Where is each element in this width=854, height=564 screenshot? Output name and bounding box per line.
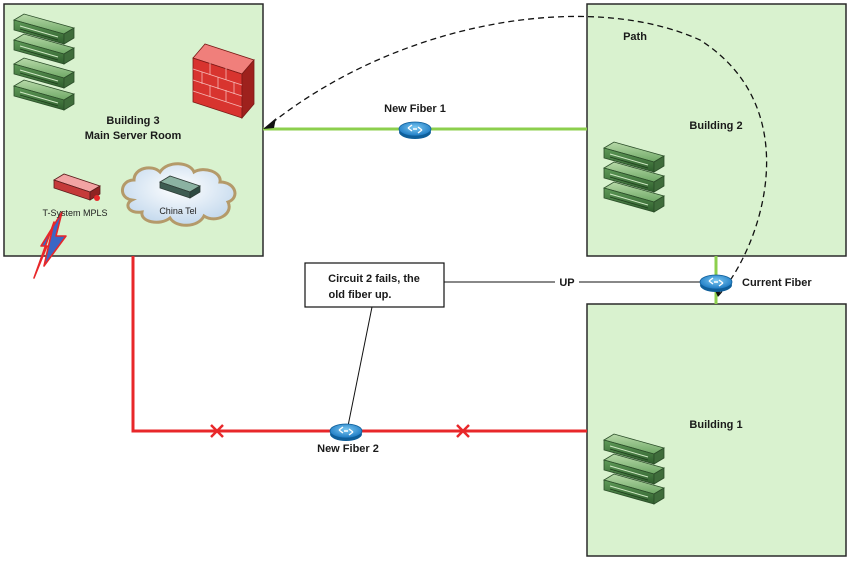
path-label: Path [623, 31, 647, 43]
building-1-title: Building 1 [689, 419, 742, 431]
path-arrowhead-left [263, 118, 276, 129]
new-fiber-1-label: New Fiber 1 [384, 103, 446, 115]
fault-x-mark [210, 424, 224, 438]
fault-x-mark [456, 424, 470, 438]
callout-box [304, 262, 445, 308]
new-fiber-2-label: New Fiber 2 [317, 443, 379, 455]
building-3-title: Building 3 [106, 115, 159, 127]
router-icon [398, 121, 432, 140]
building-3-subtitle: Main Server Room [85, 130, 182, 142]
building-2-box [586, 3, 847, 257]
mpls-label: T-System MPLS [42, 208, 107, 218]
firewall-icon [192, 43, 255, 120]
new-fiber-2-link [131, 256, 587, 433]
lightning-bolt-icon [33, 211, 67, 279]
current-fiber-label: Current Fiber [742, 277, 812, 289]
path-arrow [267, 15, 768, 297]
up-label-bg [555, 275, 579, 289]
router-icon [329, 423, 363, 442]
callout-pointer [347, 306, 373, 427]
callout-line-1: Circuit 2 fails, the [328, 273, 420, 285]
router-icon [699, 274, 733, 293]
mpls-router-icon [53, 173, 101, 201]
china-tel-label: China Tel [159, 206, 196, 216]
callout-line-2: old fiber up. [329, 289, 392, 301]
up-label: UP [559, 277, 574, 289]
building-2-title: Building 2 [689, 120, 742, 132]
cloud-icon [121, 162, 237, 227]
